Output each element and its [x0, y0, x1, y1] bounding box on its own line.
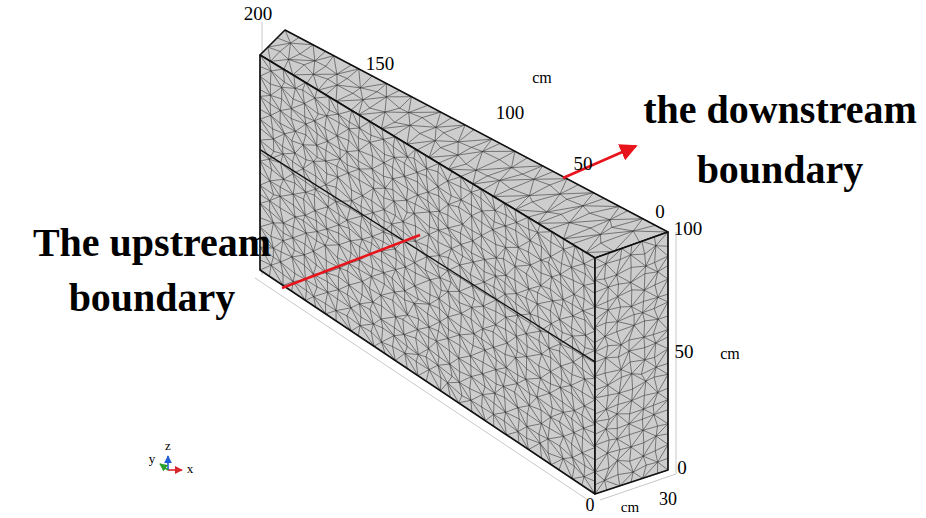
y-axis-arrow [160, 464, 168, 470]
annotation-label: the downstream boundary [637, 80, 923, 200]
x-axis-arrow [168, 469, 182, 471]
z-axis-arrow [167, 456, 169, 470]
upstream-leader [282, 235, 420, 288]
axis-tick-label: 100 [496, 103, 525, 124]
axis-frame [255, 22, 676, 500]
axis-tick-label: 100 [674, 219, 703, 240]
downstream-arrow [563, 146, 636, 178]
axis-triad-label: z [165, 439, 171, 453]
face-fill [260, 55, 595, 494]
callout-arrows [282, 146, 636, 288]
axis-tick-label: 0 [655, 202, 665, 223]
front-face [260, 55, 595, 494]
axis-unit-label: cm [720, 345, 740, 363]
axis-tick-label: 30 [659, 490, 677, 510]
axis-triad-label: x [187, 462, 194, 476]
axis-tick-label: 50 [675, 342, 694, 363]
face-outline [595, 232, 668, 494]
axis-tick-label: 50 [574, 154, 593, 175]
axis-triad [160, 456, 182, 470]
axis-tick-label: 200 [244, 4, 273, 25]
axis-tick-label: 0 [677, 458, 687, 479]
axis-unit-label: cm [621, 499, 639, 516]
mesh-lines [260, 55, 595, 494]
face-outline [260, 55, 595, 494]
right-face [595, 232, 668, 494]
axis-tick-label: 0 [586, 496, 595, 516]
mesh-lines [595, 232, 668, 494]
axis-triad-label: y [149, 452, 156, 466]
partition-line [260, 150, 595, 362]
annotation-label: The upstream boundary [4, 215, 300, 325]
axis-unit-label: cm [532, 69, 552, 87]
face-fill [595, 232, 668, 494]
meshed-box [260, 30, 668, 494]
axis-tick-label: 150 [366, 54, 395, 75]
